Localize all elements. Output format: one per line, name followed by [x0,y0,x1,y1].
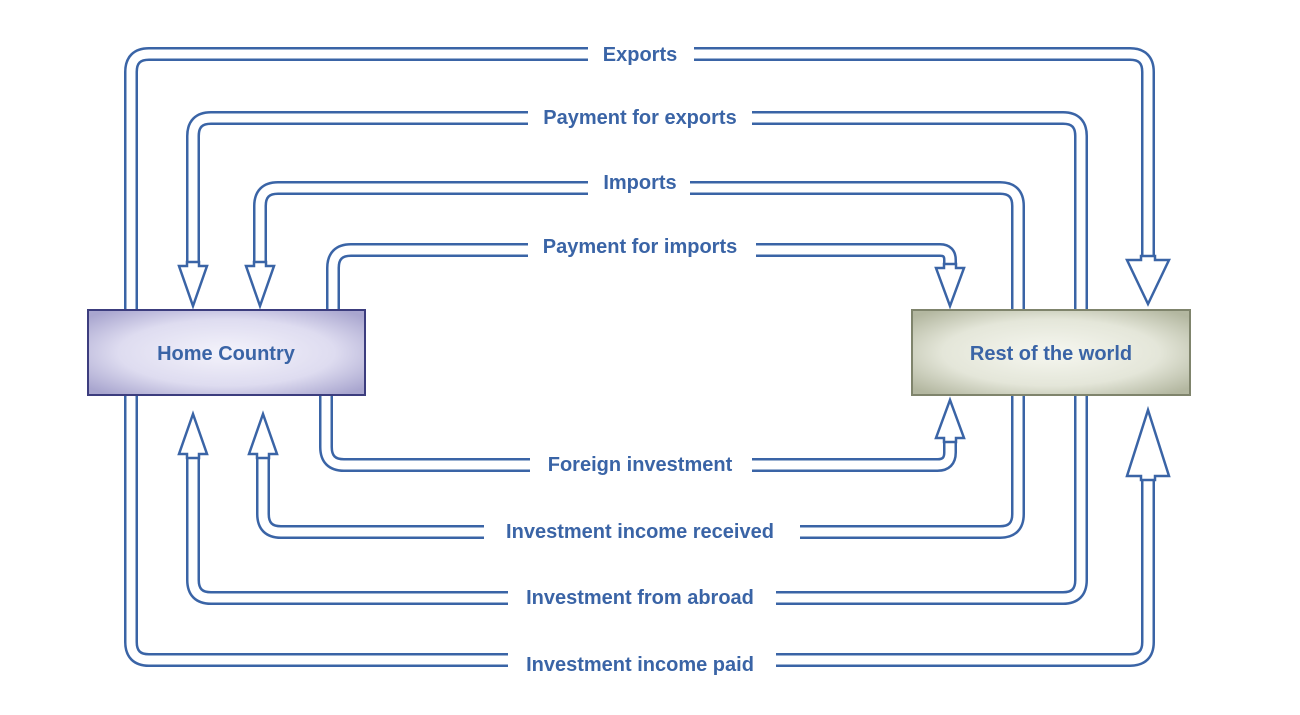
flow-arrowheads [177,254,1171,482]
gap-investment-income-paid [508,650,776,670]
gap-investment-from-abroad [508,588,776,608]
gap-imports [588,178,690,198]
flow-label-payment-for-imports: Payment for imports [543,236,737,258]
rest-of-world-label: Rest of the world [970,343,1132,365]
flow-label-exports: Exports [603,44,677,66]
flow-label-investment-from-abroad: Investment from abroad [526,587,754,609]
gap-foreign-investment [530,455,752,475]
gap-investment-income-received [484,522,800,542]
home-country-label: Home Country [157,343,296,365]
gap-payment-for-imports [528,240,756,260]
arrow-investment-income-paid [1125,405,1171,482]
flow-lines [124,44,1155,670]
flow-label-payment-for-exports: Payment for exports [543,107,736,129]
flow-label-investment-income-paid: Investment income paid [526,654,754,676]
arrow-payment-for-imports [934,262,966,310]
flow-labels: Exports Payment for exports Imports Paym… [506,44,774,676]
rest-of-world-node: Rest of the world [911,309,1191,396]
arrow-investment-income-received [247,410,279,460]
flow-label-imports: Imports [603,172,676,194]
arrow-foreign-investment [934,396,966,444]
arrow-payment-for-exports [177,260,209,310]
arrow-imports [244,260,276,310]
flow-label-foreign-investment: Foreign investment [548,454,733,476]
flow-label-investment-income-received: Investment income received [506,521,774,543]
home-country-node: Home Country [87,309,366,396]
gap-payment-for-exports [528,108,752,128]
arrow-exports [1125,254,1171,307]
gap-exports [588,44,694,64]
arrow-investment-from-abroad [177,410,209,460]
